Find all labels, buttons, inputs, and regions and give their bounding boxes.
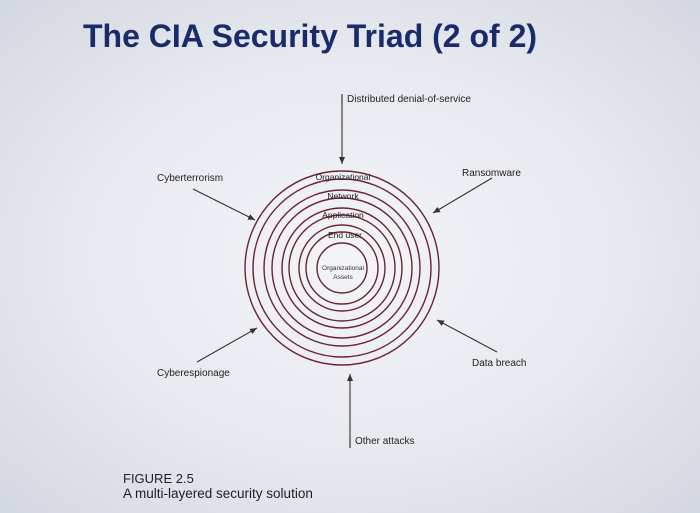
ring-organizational-outer [244, 170, 440, 366]
threat-label-ddos: Distributed denial-of-service [347, 94, 471, 105]
arrow-bottom-left [196, 327, 258, 363]
ring-application-outer [281, 207, 403, 329]
core-label-assets: Assets [333, 274, 353, 281]
figure-caption: A multi-layered security solution [123, 486, 313, 501]
ring-end-user-outer [298, 224, 386, 312]
ring-network-outer [263, 189, 421, 347]
layer-label-application: Application [322, 210, 364, 220]
ring-end-user-inner [305, 231, 379, 305]
threat-label-cyberespionage: Cyberespionage [157, 368, 230, 379]
security-rings [244, 170, 440, 366]
ring-application-inner [288, 214, 396, 322]
threat-label-cyberterrorism: Cyberterrorism [157, 173, 223, 184]
layer-label-organizational: Organizational [316, 172, 371, 182]
threat-label-ransomware: Ransomware [462, 168, 521, 179]
arrow-bottom-right [436, 319, 498, 353]
layer-label-end-user: End user [328, 230, 362, 240]
threat-label-other-attacks: Other attacks [355, 436, 414, 447]
core-label-organizational: Organizational [322, 265, 364, 272]
ring-network-inner [271, 197, 413, 339]
arrow-top-left [192, 188, 256, 221]
threat-arrows [192, 94, 498, 448]
figure-number: FIGURE 2.5 [123, 471, 194, 486]
arrow-top-right [432, 177, 493, 214]
threat-label-data-breach: Data breach [472, 358, 526, 369]
ring-assets [316, 242, 368, 294]
layer-label-network: Network [327, 191, 359, 201]
slide-title: The CIA Security Triad (2 of 2) [83, 18, 538, 54]
ring-organizational-inner [252, 178, 432, 358]
